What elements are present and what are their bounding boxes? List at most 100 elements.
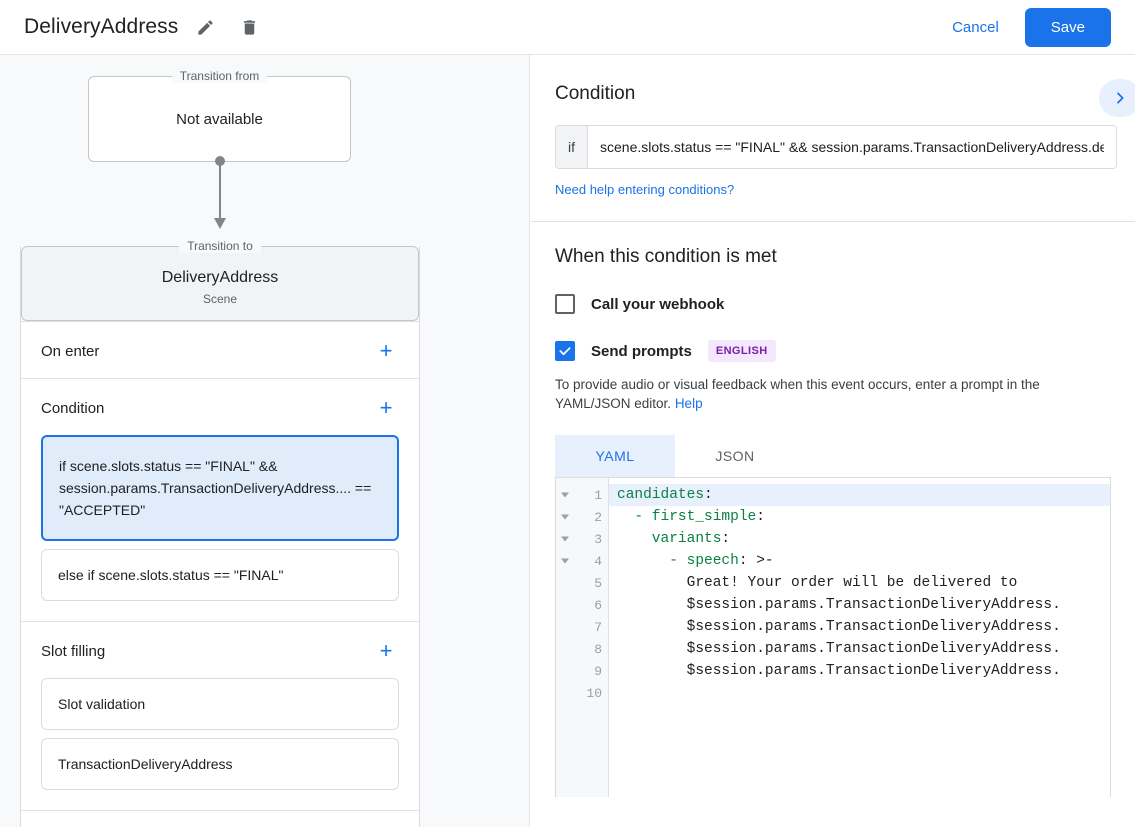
section-title-condition: Condition <box>41 399 105 417</box>
prompts-helper-text: To provide audio or visual feedback when… <box>555 375 1111 413</box>
when-met-heading: When this condition is met <box>555 246 777 267</box>
pencil-icon-glyph <box>198 19 213 35</box>
scene-type: Scene <box>202 292 238 306</box>
save-button[interactable]: Save <box>1024 7 1111 47</box>
section-slot-filling: Slot filling + Slot validation Transacti… <box>21 621 419 810</box>
transition-graph: Transition from Not available <box>0 55 529 241</box>
section-header-custom-intent: Custom intent handling + <box>21 811 419 827</box>
line-number-text: 1 <box>594 487 602 503</box>
fold-triangle-icon[interactable] <box>561 492 569 498</box>
slot-validation-chip[interactable]: Slot validation <box>41 678 399 730</box>
condition-heading: Condition <box>555 83 636 104</box>
send-prompts-label: Send prompts <box>591 342 692 360</box>
section-condition: Condition + if scene.slots.status == "FI… <box>21 378 419 621</box>
yaml-key: variants <box>617 531 722 547</box>
add-on-enter-button[interactable]: + <box>379 338 393 363</box>
yaml-text: $session.params.TransactionDeliveryAddre… <box>617 663 1061 679</box>
line-number-text: 3 <box>594 531 602 547</box>
connector-arrow-icon <box>214 218 226 229</box>
page-title: DeliveryAddress <box>24 15 179 38</box>
chevron-right-icon-glyph <box>1117 92 1124 104</box>
condition-input-row: if <box>555 125 1117 169</box>
editor-line-number: 6 <box>556 594 608 616</box>
editor-code-line: - first_simple: <box>609 506 1110 528</box>
editor-line-number: 10 <box>556 682 608 704</box>
fold-triangle-icon[interactable] <box>561 536 569 542</box>
condition-list: if scene.slots.status == "FINAL" && sess… <box>21 435 419 621</box>
scene-name: DeliveryAddress <box>161 269 279 286</box>
tab-yaml[interactable]: YAML <box>555 435 675 477</box>
add-slot-filling-button[interactable]: + <box>379 638 393 663</box>
yaml-text: $session.params.TransactionDeliveryAddre… <box>617 641 1061 657</box>
editor-code-line: $session.params.TransactionDeliveryAddre… <box>609 616 1110 638</box>
yaml-key: candidates <box>617 487 705 503</box>
fold-triangle-icon[interactable] <box>561 558 569 564</box>
right-panel: Condition if Need help entering conditio… <box>531 55 1135 827</box>
condition-chip-else-if[interactable]: else if scene.slots.status == "FINAL" <box>41 549 399 601</box>
cancel-button[interactable]: Cancel <box>938 11 1013 44</box>
editor-line-number: 5 <box>556 572 608 594</box>
yaml-key: - first_simple <box>617 509 757 525</box>
editor-line-number: 1 <box>556 484 608 506</box>
editor-code-line <box>609 682 1110 704</box>
section-title-on-enter: On enter <box>41 342 100 360</box>
prompts-help-link[interactable]: Help <box>674 396 703 411</box>
webhook-row: Call your webhook <box>555 294 1111 314</box>
editor-line-number: 3 <box>556 528 608 550</box>
yaml-text: $session.params.TransactionDeliveryAddre… <box>617 619 1061 635</box>
condition-chip-selected[interactable]: if scene.slots.status == "FINAL" && sess… <box>41 435 399 541</box>
condition-help-link[interactable]: Need help entering conditions? <box>555 182 735 197</box>
section-title-slot-filling: Slot filling <box>41 642 106 660</box>
editor-line-number: 4 <box>556 550 608 572</box>
pencil-icon[interactable] <box>188 10 222 44</box>
section-header-condition: Condition + <box>21 379 419 435</box>
yaml-punct: : <box>756 509 765 525</box>
editor-code-area[interactable]: candidates: - first_simple: variants: - … <box>609 478 1110 797</box>
transition-from-value: Not available <box>176 110 263 128</box>
scene-card: Transition to DeliveryAddress Scene On e… <box>20 239 420 827</box>
fold-triangle-icon[interactable] <box>561 514 569 520</box>
when-condition-met-block: When this condition is met Call your web… <box>531 222 1135 797</box>
trash-icon-glyph <box>243 19 255 35</box>
slot-filling-list: Slot validation TransactionDeliveryAddre… <box>21 678 419 810</box>
call-webhook-label: Call your webhook <box>591 295 725 313</box>
add-condition-button[interactable]: + <box>379 395 393 420</box>
editor-code-line: candidates: <box>609 484 1110 506</box>
send-prompts-row: Send prompts ENGLISH <box>555 340 1111 362</box>
yaml-text: Great! Your order will be delivered to <box>617 575 1018 591</box>
line-number-text: 6 <box>594 597 602 613</box>
condition-block: Condition if Need help entering conditio… <box>531 55 1135 221</box>
yaml-punct: : >- <box>738 553 774 569</box>
slot-transaction-delivery-address-chip[interactable]: TransactionDeliveryAddress <box>41 738 399 790</box>
editor-code-line: Great! Your order will be delivered to <box>609 572 1110 594</box>
section-divider <box>531 221 1135 222</box>
yaml-text: $session.params.TransactionDeliveryAddre… <box>617 597 1061 613</box>
transition-to-box: Transition to DeliveryAddress Scene <box>21 239 419 321</box>
chevron-right-icon[interactable] <box>1099 79 1135 117</box>
yaml-key: - speech <box>617 553 739 569</box>
editor-line-number: 7 <box>556 616 608 638</box>
editor-line-number: 8 <box>556 638 608 660</box>
editor-format-tabs: YAML JSON <box>555 435 1111 477</box>
editor-code-line: $session.params.TransactionDeliveryAddre… <box>609 638 1110 660</box>
language-badge: ENGLISH <box>707 340 776 362</box>
line-number-text: 7 <box>594 619 602 635</box>
send-prompts-checkbox[interactable] <box>555 341 575 361</box>
connector-line <box>219 161 221 219</box>
section-custom-intent-handling: Custom intent handling + <box>21 810 419 827</box>
line-number-text: 9 <box>594 663 602 679</box>
check-icon <box>559 347 571 356</box>
top-bar: DeliveryAddress Cancel Save <box>0 0 1135 55</box>
condition-input[interactable] <box>588 126 1116 168</box>
editor-code-line: - speech: >- <box>609 550 1110 572</box>
trash-icon[interactable] <box>232 10 266 44</box>
transition-to-legend: Transition to <box>179 239 261 253</box>
call-webhook-checkbox[interactable] <box>555 294 575 314</box>
tab-json[interactable]: JSON <box>715 448 755 464</box>
line-number-text: 8 <box>594 641 602 657</box>
editor-code-line: variants: <box>609 528 1110 550</box>
line-number-text: 10 <box>586 685 602 701</box>
